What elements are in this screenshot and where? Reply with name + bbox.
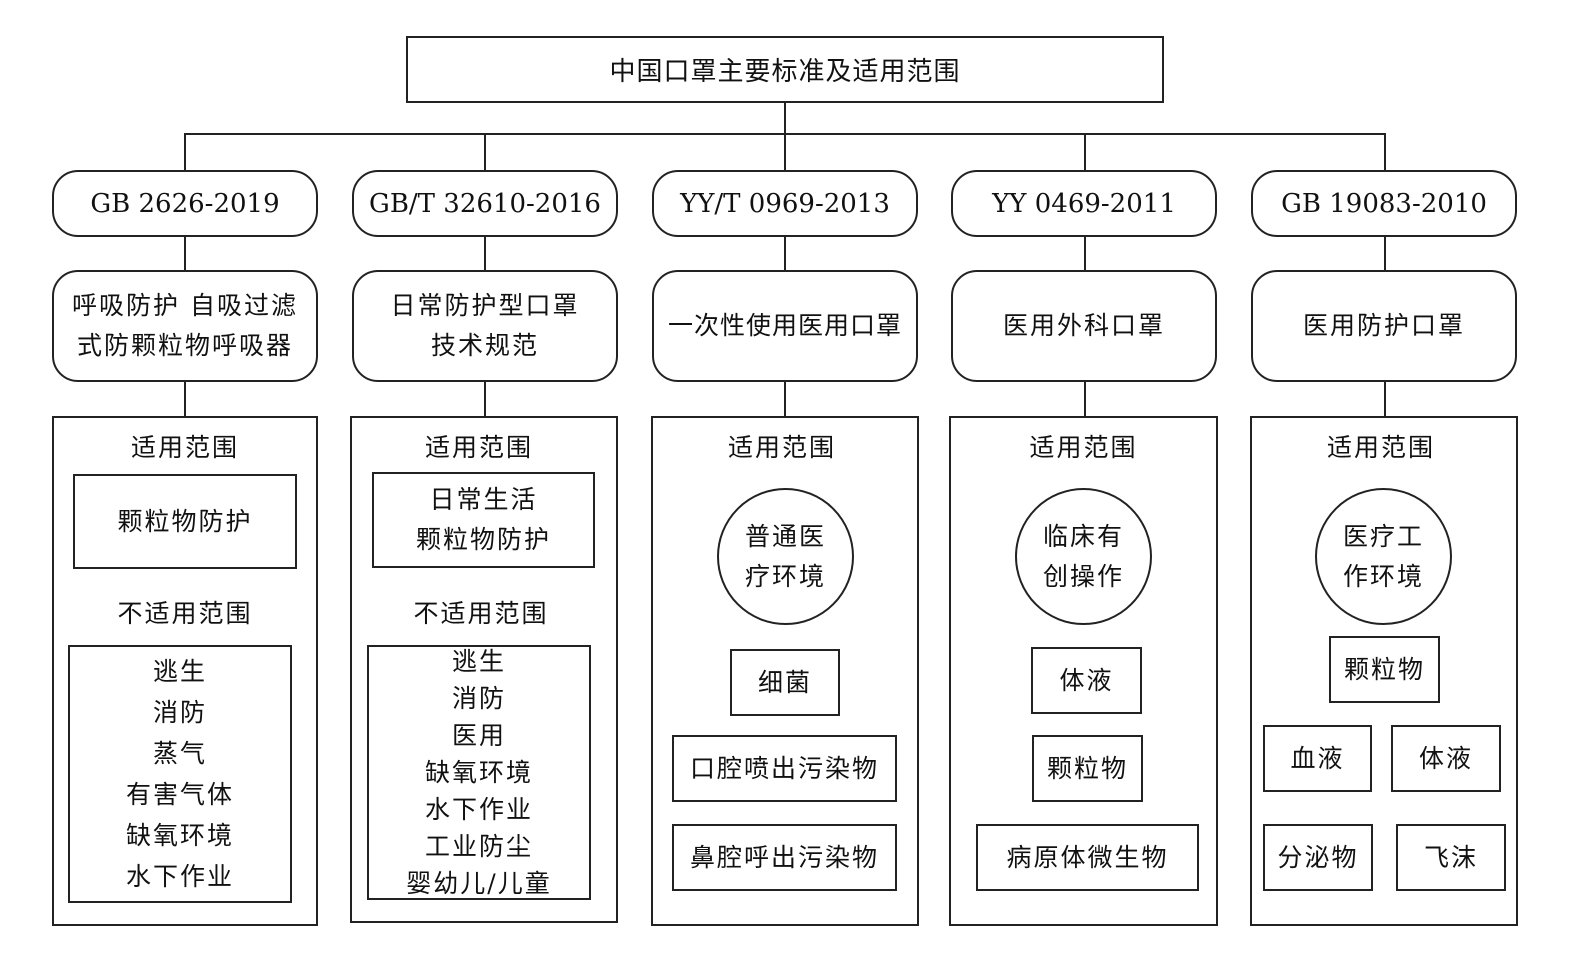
target-item: 分泌物	[1263, 824, 1373, 891]
exclusion-item: 蒸气	[152, 739, 207, 768]
diagram-title: 中国口罩主要标准及适用范围	[406, 36, 1164, 103]
target-item: 颗粒物	[1032, 735, 1143, 802]
exclusion-item: 逃生	[451, 647, 506, 676]
scope-label: 适用范围	[424, 433, 533, 462]
standard-code-gb19083: GB 19083-2010	[1251, 170, 1517, 237]
connector-line	[484, 236, 486, 270]
standard-name-yyt0969: 一次性使用医用口罩	[652, 270, 918, 382]
exclusion-item: 缺氧环境	[424, 758, 533, 787]
exclusion-list: 逃生 消防 蒸气 有害气体 缺氧环境 水下作业	[68, 645, 292, 903]
connector-line	[1384, 382, 1386, 416]
target-item: 病原体微生物	[976, 824, 1199, 891]
exclusion-label: 不适用范围	[117, 599, 253, 628]
exclusion-item: 水下作业	[125, 862, 234, 891]
connector-line	[484, 382, 486, 416]
exclusion-item: 缺氧环境	[125, 821, 234, 850]
environment-circle: 普通医 疗环境	[717, 488, 854, 625]
target-item: 体液	[1391, 725, 1501, 792]
connector-line	[784, 133, 786, 170]
exclusion-item: 水下作业	[424, 795, 533, 824]
environment-circle: 临床有 创操作	[1015, 488, 1152, 625]
connector-line	[1384, 236, 1386, 270]
connector-line	[184, 236, 186, 270]
connector-line	[184, 133, 186, 170]
standard-code-yyt0969: YY/T 0969-2013	[652, 170, 918, 237]
connector-line	[184, 382, 186, 416]
exclusion-label: 不适用范围	[413, 599, 549, 628]
connector-line	[784, 102, 786, 134]
target-item: 血液	[1263, 725, 1372, 792]
environment-circle: 医疗工 作环境	[1315, 488, 1452, 625]
scope-item: 日常生活 颗粒物防护	[372, 472, 595, 568]
connector-line	[784, 382, 786, 416]
target-item: 细菌	[730, 649, 840, 716]
standard-name-gb19083: 医用防护口罩	[1251, 270, 1517, 382]
connector-line	[784, 236, 786, 270]
connector-line	[1084, 133, 1086, 170]
exclusion-item: 医用	[451, 721, 506, 750]
standard-code-yy0469: YY 0469-2011	[951, 170, 1217, 237]
standard-code-gbt32610: GB/T 32610-2016	[352, 170, 618, 237]
scope-item: 颗粒物防护	[73, 474, 297, 569]
exclusion-item: 消防	[451, 684, 506, 713]
target-item: 体液	[1031, 647, 1142, 714]
target-item: 飞沫	[1396, 824, 1506, 891]
scope-label: 适用范围	[1326, 433, 1435, 462]
standard-name-gb2626: 呼吸防护 自吸过滤 式防颗粒物呼吸器	[52, 270, 318, 382]
connector-line	[484, 133, 486, 170]
exclusion-item: 婴幼儿/儿童	[406, 869, 552, 898]
exclusion-item: 逃生	[152, 657, 207, 686]
standard-name-gbt32610: 日常防护型口罩 技术规范	[352, 270, 618, 382]
target-item: 鼻腔呼出污染物	[672, 824, 897, 891]
exclusion-list: 逃生 消防 医用 缺氧环境 水下作业 工业防尘 婴幼儿/儿童	[367, 645, 591, 900]
exclusion-item: 消防	[152, 698, 207, 727]
target-item: 口腔喷出污染物	[672, 735, 897, 802]
scope-label: 适用范围	[727, 433, 836, 462]
connector-line	[1084, 382, 1086, 416]
standard-name-yy0469: 医用外科口罩	[951, 270, 1217, 382]
exclusion-item: 有害气体	[125, 780, 234, 809]
exclusion-item: 工业防尘	[424, 832, 533, 861]
target-item: 颗粒物	[1329, 636, 1440, 703]
scope-label: 适用范围	[130, 433, 239, 462]
connector-line	[1084, 236, 1086, 270]
scope-label: 适用范围	[1029, 433, 1138, 462]
connector-line	[1384, 133, 1386, 170]
standard-code-gb2626: GB 2626-2019	[52, 170, 318, 237]
